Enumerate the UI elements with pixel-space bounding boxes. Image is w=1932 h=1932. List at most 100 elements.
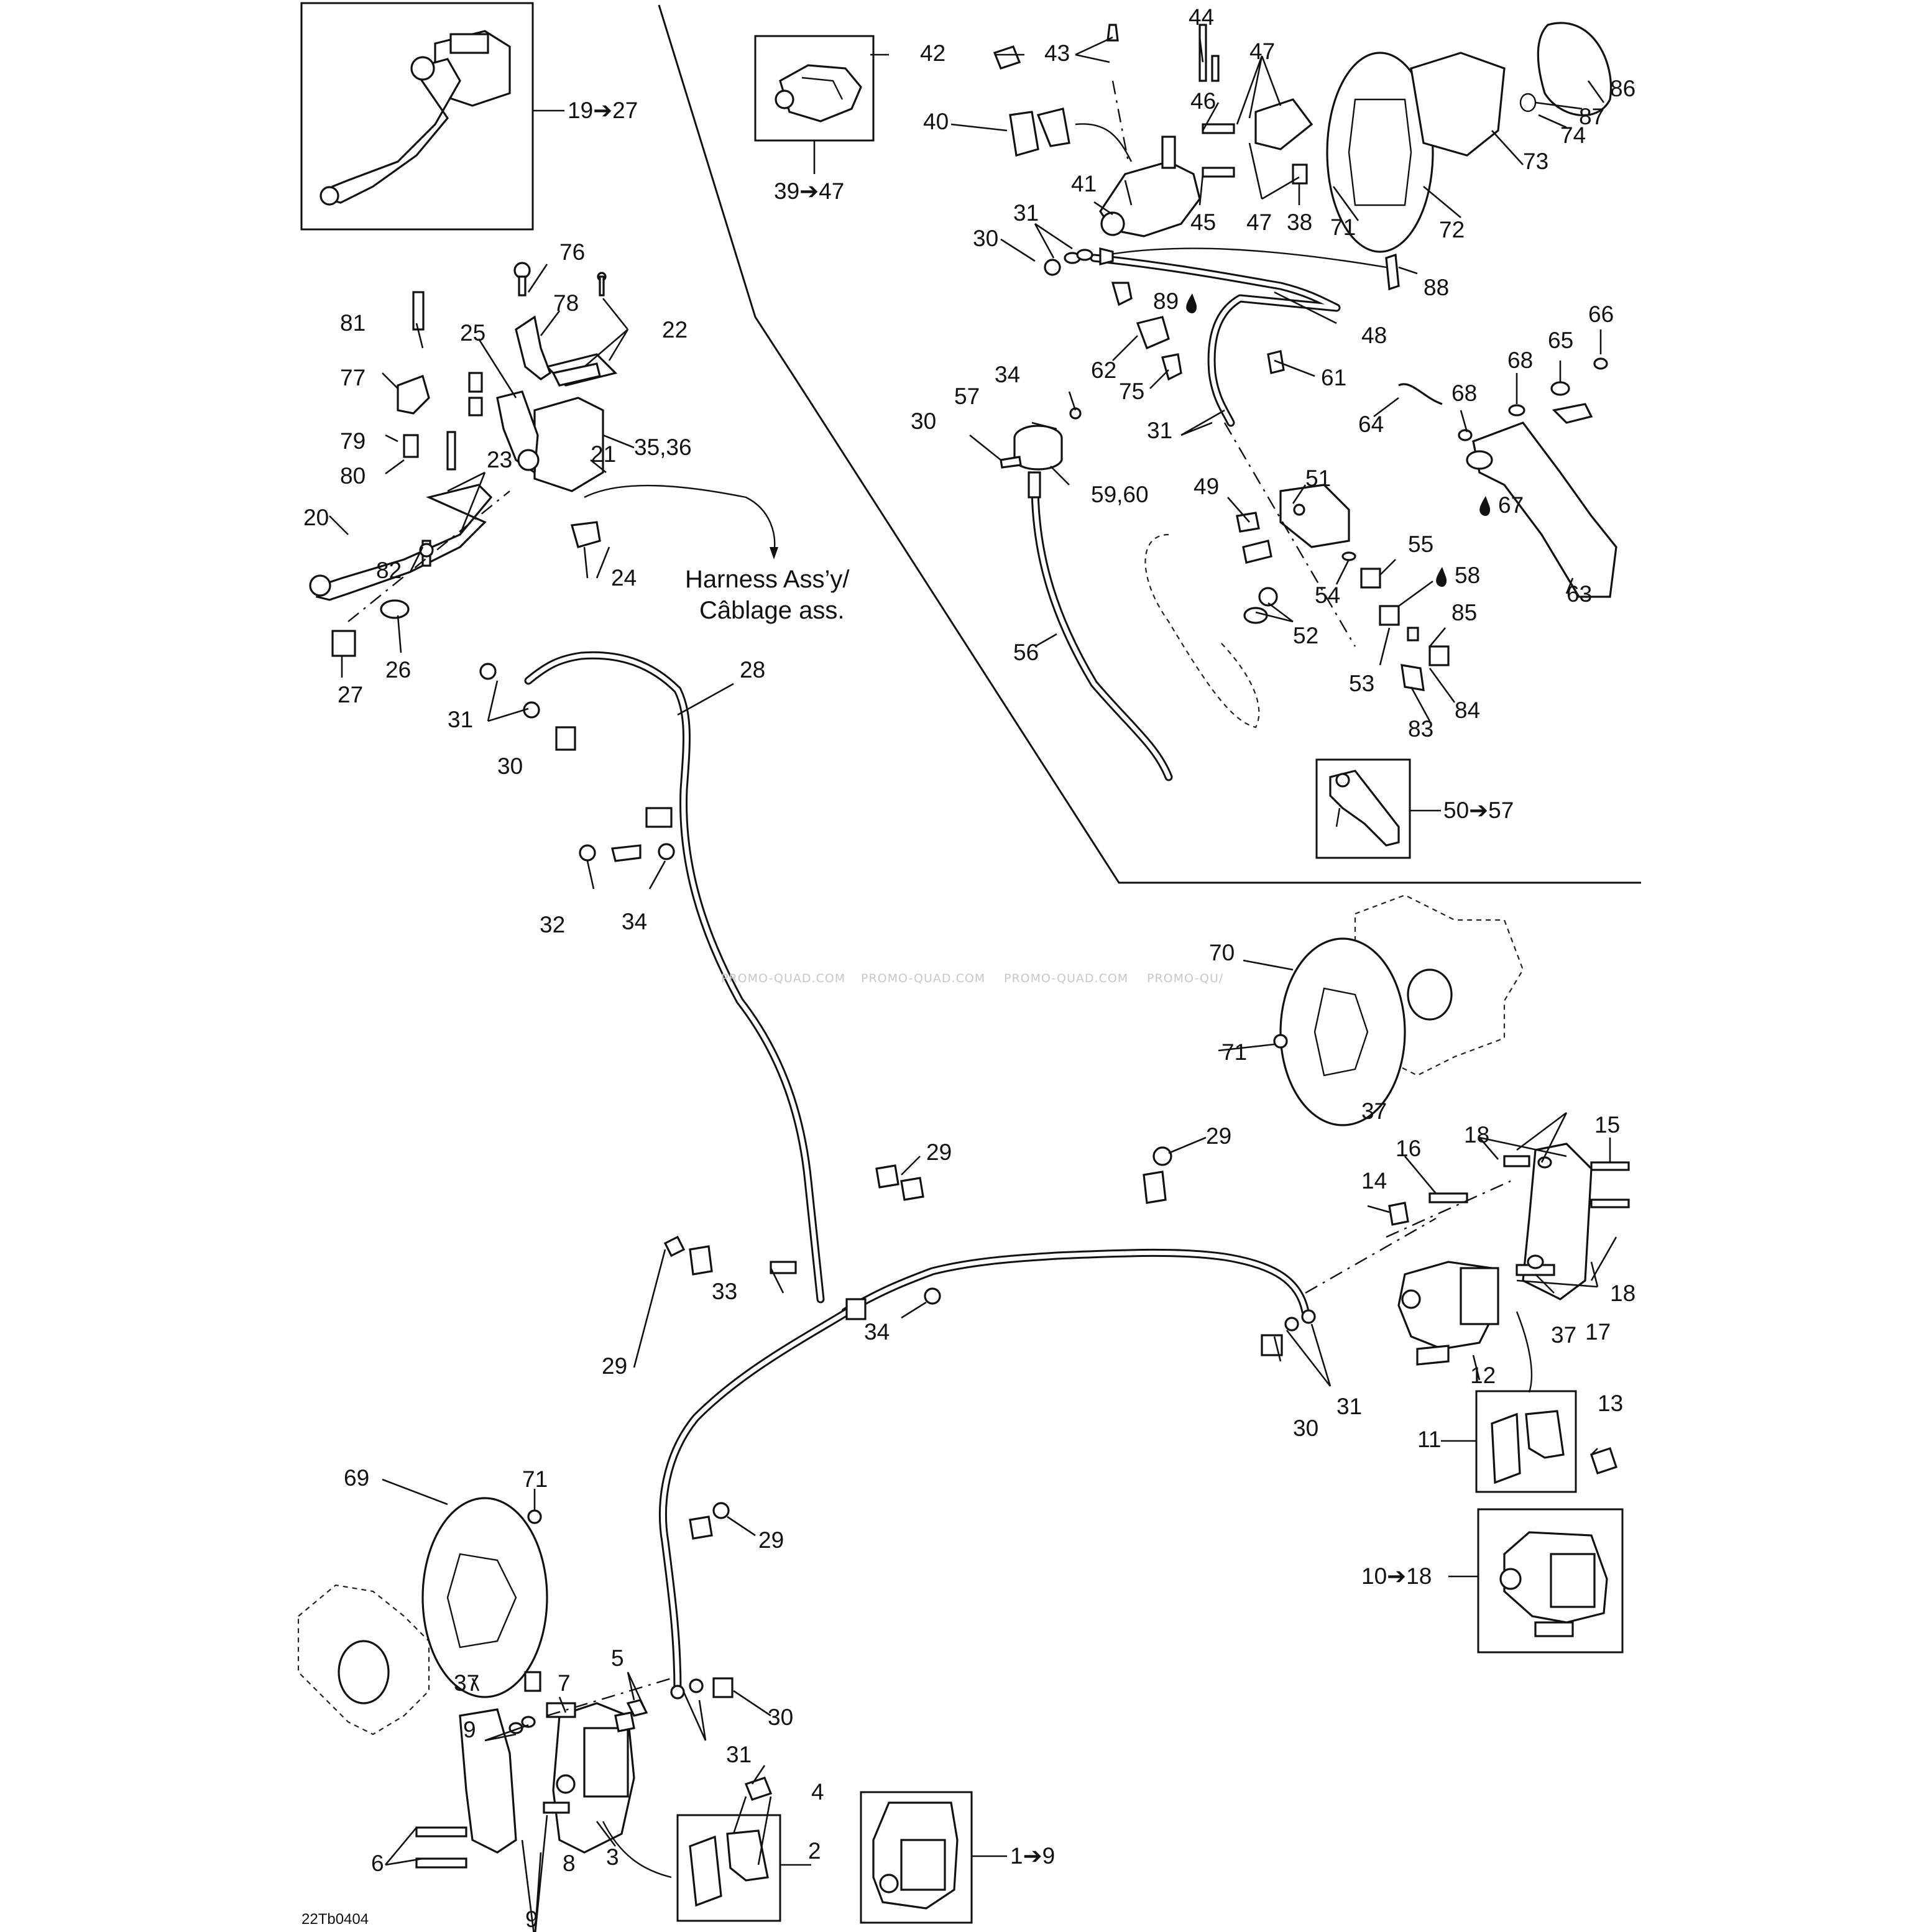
rear-section-divider xyxy=(658,4,1641,884)
callout-82: 82 xyxy=(376,558,402,583)
callout-78: 78 xyxy=(553,290,579,316)
callout-81: 81 xyxy=(340,310,366,336)
callout-71-a: 71 xyxy=(1221,1039,1247,1065)
callout-83: 83 xyxy=(1408,716,1433,742)
callout-11: 11 xyxy=(1417,1427,1441,1452)
ref-10-18: 10➔18 xyxy=(1361,1563,1432,1589)
callout-9-a: 9 xyxy=(463,1717,476,1742)
callout-41: 41 xyxy=(1071,171,1097,196)
callout-4: 4 xyxy=(811,1779,824,1805)
rear-brake-hose xyxy=(1031,247,1387,781)
callout-35-36: 35,36 xyxy=(634,435,692,460)
master-cylinder-exploded xyxy=(309,262,778,657)
master-cylinder-assembly-box xyxy=(300,2,534,231)
callout-30-e: 30 xyxy=(768,1704,793,1730)
callout-31-a: 31 xyxy=(448,707,473,732)
front-brake-hose xyxy=(524,651,1310,1695)
callout-68-a: 68 xyxy=(1507,347,1533,373)
drop-icon xyxy=(1479,496,1491,517)
brake-pedal xyxy=(1398,357,1617,598)
front-left-caliper-box xyxy=(860,1791,973,1924)
leader-lines xyxy=(329,36,1617,1932)
callout-7: 7 xyxy=(558,1670,571,1696)
callout-58: 58 xyxy=(1455,563,1480,588)
callout-89: 89 xyxy=(1153,288,1179,314)
watermark-2: PROMO-QUAD.COM xyxy=(861,972,985,985)
rear-reservoir xyxy=(1000,407,1082,499)
ref-50-57: 50➔57 xyxy=(1443,798,1514,823)
callout-38: 38 xyxy=(1287,209,1312,235)
callout-86: 86 xyxy=(1610,76,1635,101)
callout-14: 14 xyxy=(1361,1168,1387,1194)
callout-20: 20 xyxy=(303,505,329,530)
front-right-caliper-box xyxy=(1477,1508,1624,1654)
callout-77: 77 xyxy=(340,365,366,390)
rear-brake-disc xyxy=(1326,22,1612,253)
diagram-code: 22Tb0404 xyxy=(301,1911,369,1928)
callout-31-b: 31 xyxy=(1013,200,1039,226)
callout-12: 12 xyxy=(1470,1363,1496,1388)
brake-pads-box-left xyxy=(676,1814,781,1922)
watermark-4: PROMO-QU/ xyxy=(1147,972,1223,985)
callout-32: 32 xyxy=(540,912,565,937)
callout-30-d: 30 xyxy=(1293,1415,1318,1441)
callout-30-a: 30 xyxy=(497,753,523,779)
front-left-caliper-exploded xyxy=(415,1671,773,1879)
callout-55: 55 xyxy=(1408,531,1433,557)
callout-54: 54 xyxy=(1315,582,1340,608)
callout-74: 74 xyxy=(1560,122,1586,148)
callout-46: 46 xyxy=(1190,88,1216,114)
callout-68-b: 68 xyxy=(1451,380,1477,406)
callout-30-c: 30 xyxy=(911,408,936,434)
callout-34-b: 34 xyxy=(995,362,1020,387)
callout-47-a: 47 xyxy=(1249,39,1275,64)
callout-65: 65 xyxy=(1548,328,1573,353)
watermark-3: PROMO-QUAD.COM xyxy=(1004,972,1128,985)
callout-16: 16 xyxy=(1396,1136,1421,1161)
callout-18-b: 18 xyxy=(1610,1281,1635,1306)
callout-45: 45 xyxy=(1190,209,1216,235)
callout-69: 69 xyxy=(344,1465,369,1491)
callout-80: 80 xyxy=(340,463,366,489)
callout-29-c: 29 xyxy=(602,1353,627,1379)
callout-57: 57 xyxy=(954,384,980,409)
front-left-disc xyxy=(297,1497,548,1736)
callout-33: 33 xyxy=(712,1279,737,1304)
callout-70: 70 xyxy=(1209,940,1235,965)
callout-62: 62 xyxy=(1091,357,1116,383)
callout-53: 53 xyxy=(1349,671,1374,696)
harness-note-line1: Harness Ass’y/ xyxy=(685,566,850,593)
callout-29-d: 29 xyxy=(758,1527,784,1553)
callout-87: 87 xyxy=(1579,104,1604,129)
callout-47-b: 47 xyxy=(1246,209,1272,235)
rear-caliper-assembly-box xyxy=(754,35,875,142)
callout-40: 40 xyxy=(923,109,949,134)
callout-34-c: 34 xyxy=(864,1319,890,1345)
callout-42: 42 xyxy=(920,40,945,66)
callout-27: 27 xyxy=(338,682,363,707)
callout-13: 13 xyxy=(1598,1391,1623,1416)
drop-icon-group xyxy=(1186,293,1491,587)
callout-17: 17 xyxy=(1585,1319,1611,1345)
callout-61: 61 xyxy=(1321,365,1346,390)
callout-31-d: 31 xyxy=(1336,1394,1362,1419)
callout-49: 49 xyxy=(1194,474,1219,499)
callout-85: 85 xyxy=(1451,600,1477,625)
callout-8: 8 xyxy=(563,1851,576,1876)
callout-71-c: 71 xyxy=(1330,214,1356,240)
callout-31-c: 31 xyxy=(1147,418,1172,443)
callout-66: 66 xyxy=(1588,301,1614,327)
callout-29-b: 29 xyxy=(1206,1123,1231,1149)
callout-2: 2 xyxy=(808,1838,821,1864)
callout-29-a: 29 xyxy=(926,1139,952,1165)
callout-22: 22 xyxy=(662,317,688,343)
callout-71-b: 71 xyxy=(522,1466,548,1492)
harness-note-line2: Câblage ass. xyxy=(699,597,844,624)
callout-56: 56 xyxy=(1013,640,1039,665)
callout-28: 28 xyxy=(740,657,765,683)
brake-pads-box-right xyxy=(1475,1390,1577,1493)
rear-master-cylinder xyxy=(1223,422,1450,691)
drop-icon xyxy=(1436,567,1447,587)
callout-72: 72 xyxy=(1439,217,1465,242)
